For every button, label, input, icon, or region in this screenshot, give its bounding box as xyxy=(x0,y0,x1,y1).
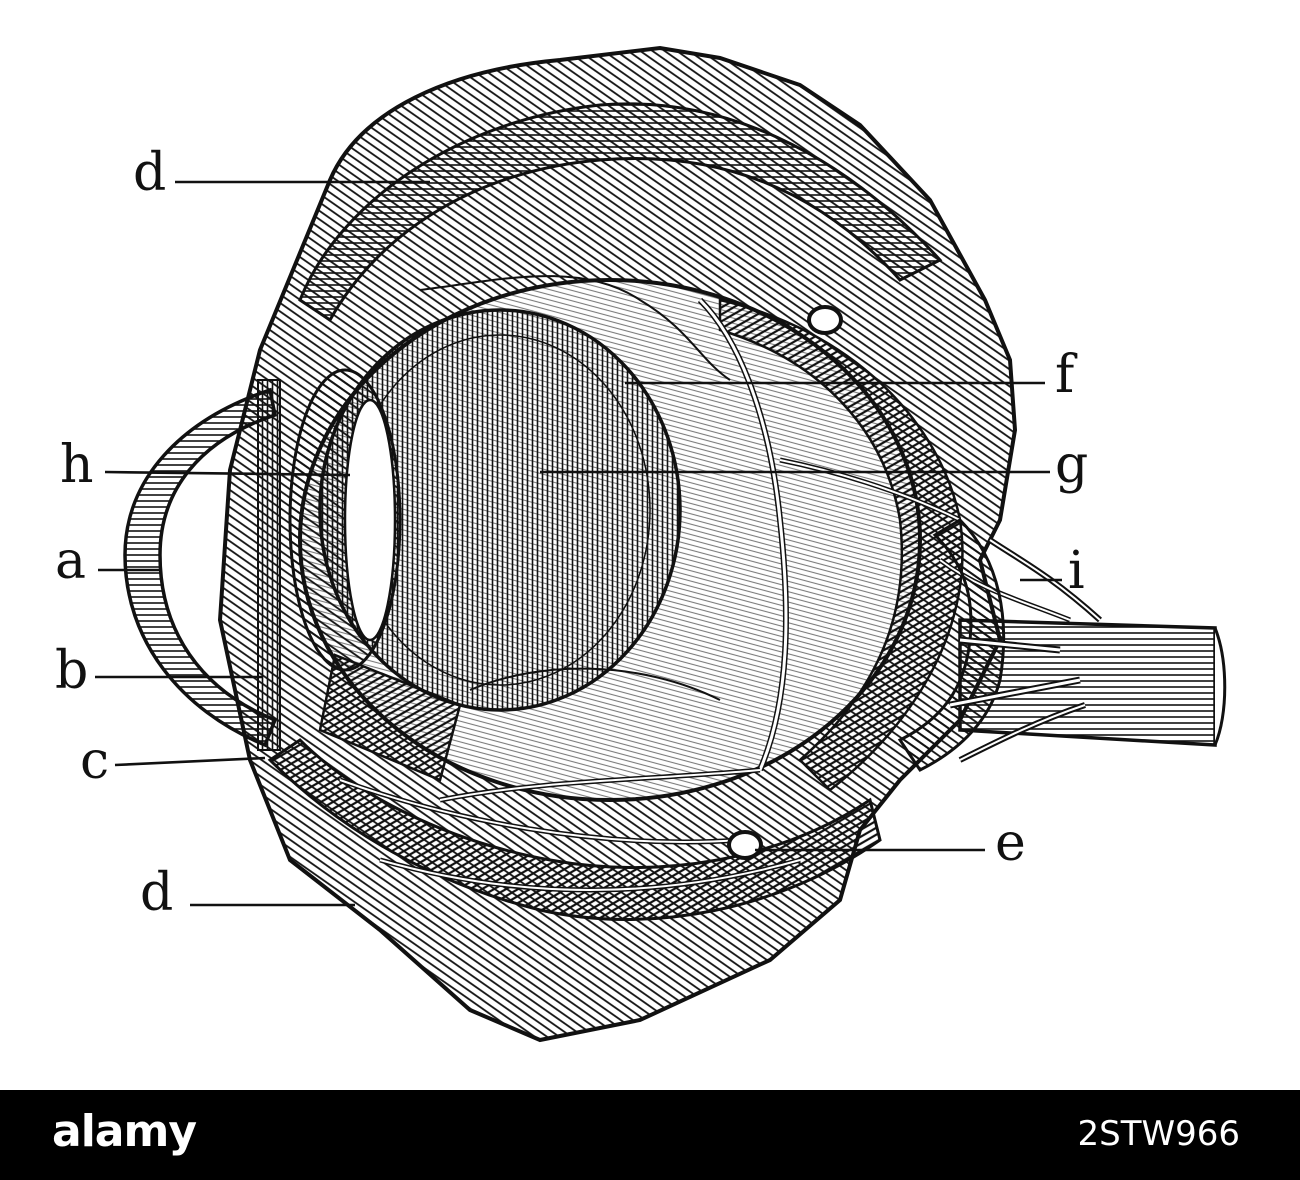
muscle-insertion xyxy=(318,653,462,782)
label-d-bottom: d xyxy=(140,863,173,923)
stock-footer-bar: alamy 2STW966 xyxy=(0,1090,1300,1180)
label-i: i xyxy=(1068,541,1085,601)
brand-logo: alamy xyxy=(52,1106,197,1157)
vessel-cross-sections xyxy=(727,305,843,860)
lower-muscle xyxy=(267,738,882,921)
image-id: 2STW966 xyxy=(1077,1114,1241,1154)
label-d-top: d xyxy=(133,143,166,203)
part-labels: d f h g a i b c e d xyxy=(55,143,1088,923)
nerve-branches xyxy=(949,537,1103,763)
optic-nerve xyxy=(958,618,1227,747)
blood-vessels xyxy=(339,275,1071,893)
eye-anatomy-engraving: d f h g a i b c e d xyxy=(55,45,1227,1043)
choroid-region xyxy=(718,298,964,792)
label-b: b xyxy=(55,641,88,701)
label-e: e xyxy=(995,813,1026,873)
label-h: h xyxy=(60,435,94,495)
label-f: f xyxy=(1055,345,1078,405)
sclera-edge xyxy=(257,379,281,751)
leader-lines xyxy=(95,180,1062,907)
label-a: a xyxy=(55,531,86,591)
label-g: g xyxy=(1055,435,1088,495)
pupil-edge xyxy=(343,398,397,642)
label-c: c xyxy=(80,731,109,791)
upper-muscle xyxy=(298,102,943,323)
